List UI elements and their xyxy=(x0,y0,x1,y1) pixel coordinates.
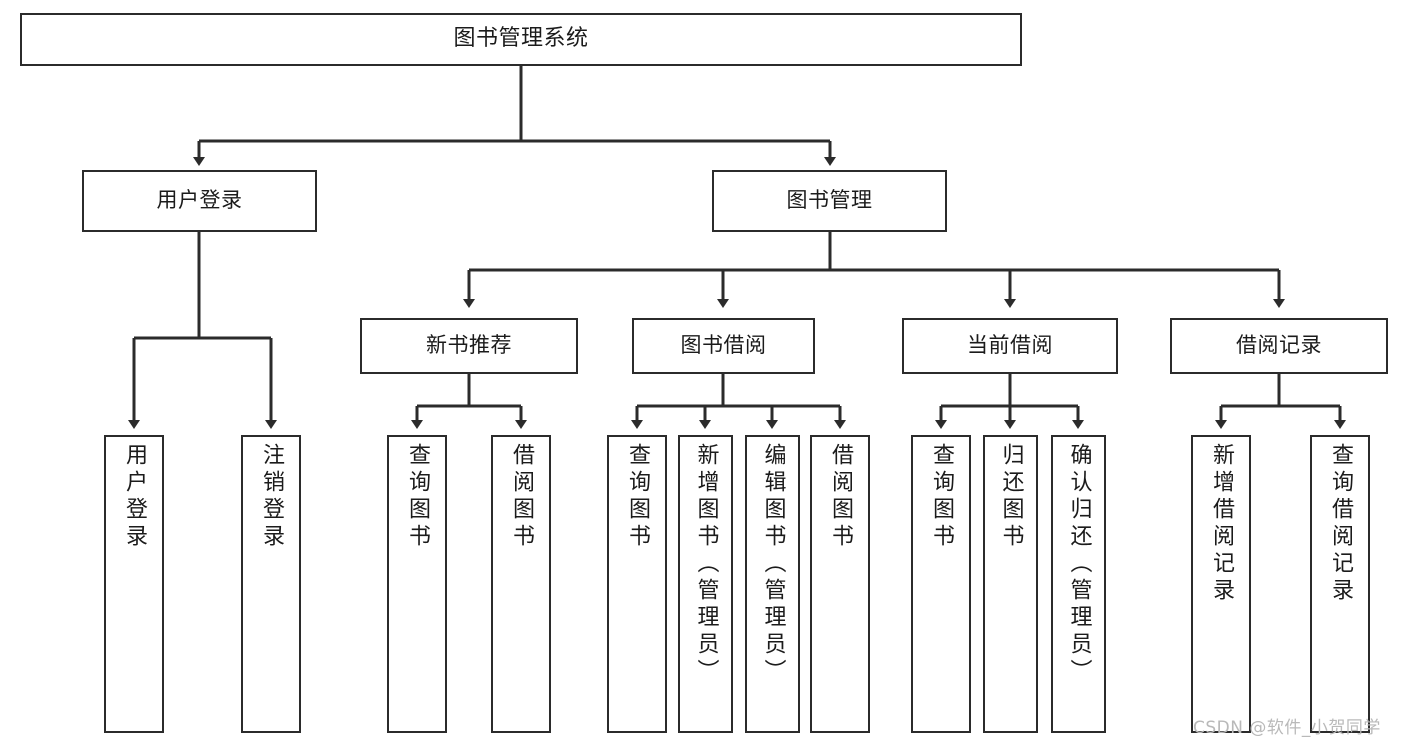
node-leaf-query-book-3[interactable]: 查询图书 xyxy=(911,435,971,733)
node-user-login-label: 用户登录 xyxy=(156,188,243,213)
node-leaf-query-book-2-label: 查询图书 xyxy=(625,443,650,551)
node-leaf-user-login[interactable]: 用户登录 xyxy=(104,435,164,733)
node-book-manage[interactable]: 图书管理 xyxy=(712,170,947,232)
node-current-borrow[interactable]: 当前借阅 xyxy=(902,318,1118,374)
node-book-borrow-label: 图书借阅 xyxy=(680,333,767,358)
node-leaf-edit-book-label: 编辑图书（管理员） xyxy=(760,443,786,686)
node-leaf-user-logout-label: 注销登录 xyxy=(259,443,284,551)
node-root-label: 图书管理系统 xyxy=(453,26,589,52)
node-leaf-query-record-label: 查询借阅记录 xyxy=(1328,443,1353,605)
node-leaf-add-book-label: 新增图书（管理员） xyxy=(693,443,719,686)
node-leaf-query-book-1-label: 查询图书 xyxy=(405,443,430,551)
node-leaf-borrow-book-2-label: 借阅图书 xyxy=(828,443,853,551)
node-leaf-confirm-return[interactable]: 确认归还（管理员） xyxy=(1051,435,1106,733)
node-leaf-borrow-book-2[interactable]: 借阅图书 xyxy=(810,435,870,733)
node-leaf-add-record[interactable]: 新增借阅记录 xyxy=(1191,435,1251,733)
node-leaf-borrow-book-1[interactable]: 借阅图书 xyxy=(491,435,551,733)
node-new-book-recommend-label: 新书推荐 xyxy=(426,333,512,358)
node-borrow-record[interactable]: 借阅记录 xyxy=(1170,318,1388,374)
node-user-login[interactable]: 用户登录 xyxy=(82,170,317,232)
node-leaf-query-book-3-label: 查询图书 xyxy=(929,443,954,551)
watermark: CSDN @软件_小贺同学 xyxy=(1193,718,1381,738)
node-leaf-add-record-label: 新增借阅记录 xyxy=(1209,443,1234,605)
node-leaf-user-logout[interactable]: 注销登录 xyxy=(241,435,301,733)
node-leaf-confirm-return-label: 确认归还（管理员） xyxy=(1066,443,1092,686)
node-leaf-edit-book[interactable]: 编辑图书（管理员） xyxy=(745,435,800,733)
node-leaf-query-book-2[interactable]: 查询图书 xyxy=(607,435,667,733)
node-book-manage-label: 图书管理 xyxy=(786,188,873,213)
node-current-borrow-label: 当前借阅 xyxy=(967,333,1053,358)
node-leaf-borrow-book-1-label: 借阅图书 xyxy=(509,443,534,551)
node-leaf-query-book-1[interactable]: 查询图书 xyxy=(387,435,447,733)
node-leaf-return-book-label: 归还图书 xyxy=(998,443,1024,551)
node-leaf-user-login-label: 用户登录 xyxy=(122,443,147,551)
node-root[interactable]: 图书管理系统 xyxy=(20,13,1022,66)
node-leaf-return-book[interactable]: 归还图书 xyxy=(983,435,1038,733)
node-leaf-add-book[interactable]: 新增图书（管理员） xyxy=(678,435,733,733)
node-book-borrow[interactable]: 图书借阅 xyxy=(632,318,815,374)
node-borrow-record-label: 借阅记录 xyxy=(1236,333,1322,358)
node-new-book-recommend[interactable]: 新书推荐 xyxy=(360,318,578,374)
node-leaf-query-record[interactable]: 查询借阅记录 xyxy=(1310,435,1370,733)
